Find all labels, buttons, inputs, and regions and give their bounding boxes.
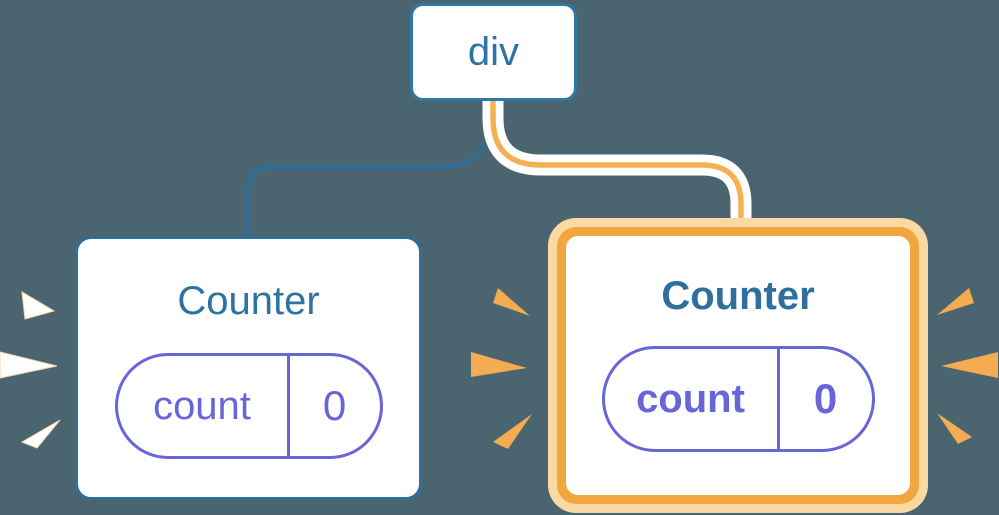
counter-card-right-highlight-ring: Counter count 0	[557, 227, 919, 504]
counter-title-left: Counter	[177, 279, 320, 323]
state-value-right: 0	[776, 349, 872, 449]
sparkle-icon	[493, 288, 530, 316]
root-node: div	[410, 3, 577, 101]
counter-title-right: Counter	[661, 274, 815, 318]
sparkle-icon	[0, 351, 58, 379]
sparkle-icon	[941, 352, 998, 378]
state-pill-right: count 0	[601, 346, 875, 452]
counter-card-right: Counter count 0	[548, 218, 928, 513]
sparkle-burst-right-outer	[937, 288, 998, 444]
state-pill-left: count 0	[114, 353, 383, 459]
state-key-left: count	[153, 383, 251, 428]
state-key-right: count	[636, 376, 745, 421]
root-node-label: div	[467, 29, 520, 74]
sparkle-burst-left-white	[0, 291, 61, 449]
state-value-left: 0	[286, 356, 380, 456]
sparkle-icon	[937, 288, 974, 315]
sparkle-icon	[20, 419, 61, 449]
edge-root-to-left-counter	[246, 96, 493, 240]
counter-card-right-body: Counter count 0	[566, 236, 910, 495]
sparkle-icon	[471, 352, 527, 377]
edge-root-to-right-counter	[490, 94, 744, 240]
sparkle-icon	[493, 414, 532, 449]
sparkle-icon	[21, 291, 56, 320]
sparkle-icon	[937, 413, 972, 444]
sparkle-burst-right-inner	[471, 288, 532, 449]
counter-card-left: Counter count 0	[75, 236, 422, 500]
edge-root-to-right-counter-casing	[482, 94, 752, 224]
